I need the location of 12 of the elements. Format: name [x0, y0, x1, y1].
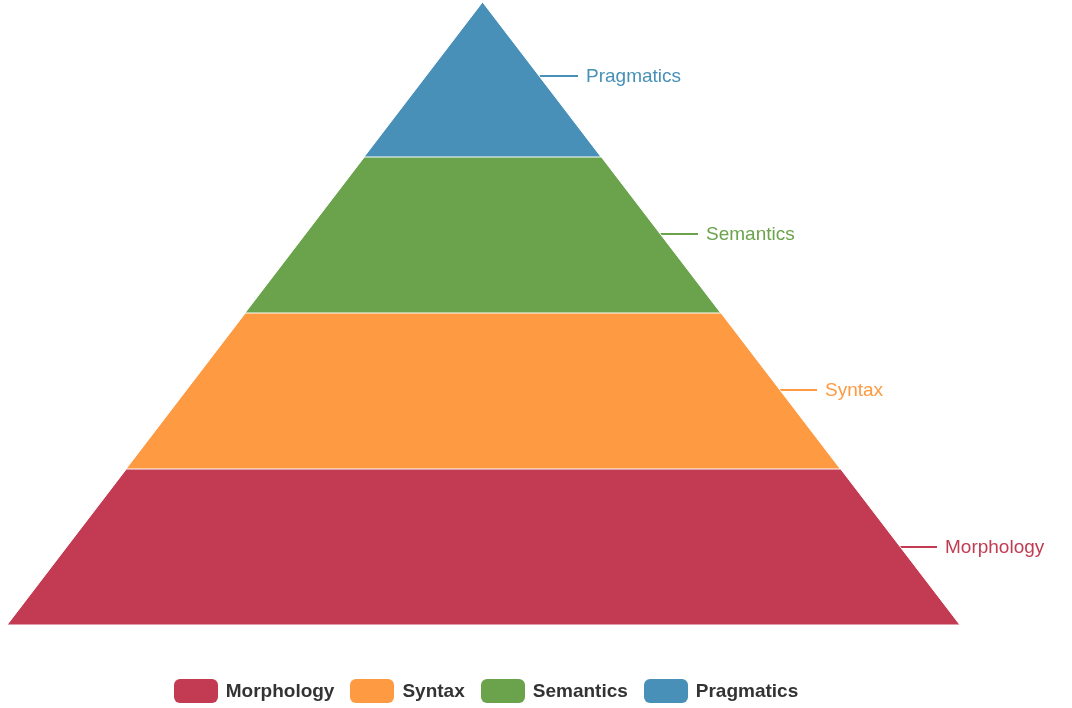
layer-label: Syntax: [825, 378, 884, 402]
leader-line: [778, 389, 818, 391]
layer-label: Pragmatics: [586, 64, 682, 88]
layer-label: Semantics: [706, 222, 795, 246]
leader-line: [898, 546, 938, 548]
legend-label: Semantics: [532, 679, 628, 703]
legend-label: Syntax: [402, 679, 465, 703]
legend-label: Pragmatics: [695, 679, 799, 703]
layer-label: Morphology: [945, 535, 1045, 559]
leader-line: [538, 75, 579, 77]
legend-label: Morphology: [225, 679, 335, 703]
leader-line: [659, 233, 699, 235]
